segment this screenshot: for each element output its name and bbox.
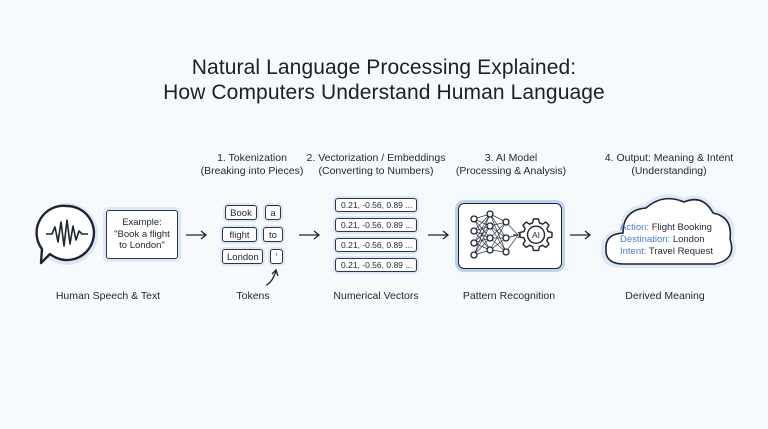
example-text-line1: "Book a flight — [114, 228, 170, 240]
step-2-heading: 2. Vectorization / Embeddings (Convertin… — [291, 152, 461, 178]
output-value: London — [672, 234, 705, 245]
step-2-caption: Numerical Vectors — [333, 290, 419, 302]
example-text-line2: to London" — [119, 240, 165, 252]
arrow-right-icon — [186, 230, 208, 240]
step-3-heading-line1: 3. AI Model — [484, 152, 538, 164]
token-chip: London — [222, 249, 263, 264]
arrow-right-icon — [299, 230, 321, 240]
input-example-box: Example: "Book a flight to London" — [106, 210, 178, 259]
step-1-heading: 1. Tokenization (Breaking into Pieces) — [167, 152, 337, 178]
token-chip: Book — [225, 205, 257, 220]
vector-row: 0.21, -0.56, 0.89 ... — [335, 198, 417, 212]
step-3-heading: 3. AI Model (Processing & Analysis) — [426, 152, 596, 178]
arrow-right-icon — [428, 230, 450, 240]
gear-label: AI — [532, 230, 540, 240]
page-subtitle: How Computers Understand Human Language — [163, 81, 605, 104]
cloud-icon — [600, 194, 736, 268]
output-key: Intent: — [620, 246, 647, 257]
step-1-caption: Tokens — [236, 290, 270, 302]
flow-arrows — [186, 230, 592, 286]
output-value: Flight Booking — [651, 222, 712, 233]
vector-row: 0.21, -0.56, 0.89 ... — [335, 258, 417, 272]
vector-row: 0.21, -0.56, 0.89 ... — [335, 238, 417, 252]
step-3-caption: Pattern Recognition — [462, 290, 556, 302]
token-chip: ' — [270, 249, 283, 264]
speech-bubble-icon — [35, 203, 98, 265]
neural-network-icon — [470, 210, 522, 259]
token-chip: to — [263, 227, 283, 242]
step-3-heading-line2: (Processing & Analysis) — [455, 165, 567, 177]
token-chip: a — [265, 205, 281, 220]
output-action: Action: Flight Booking — [620, 222, 712, 234]
step-4-caption: Derived Meaning — [625, 290, 705, 302]
output-intent: Intent: Travel Request — [620, 246, 713, 258]
vector-row: 0.21, -0.56, 0.89 ... — [335, 218, 417, 232]
example-label: Example: — [122, 217, 162, 229]
input-caption: Human Speech & Text — [55, 290, 161, 302]
page-title: Natural Language Processing Explained: — [191, 56, 577, 79]
step-4-heading-line1: 4. Output: Meaning & Intent — [604, 152, 734, 164]
step-1-heading-line1: 1. Tokenization — [217, 152, 287, 164]
output-key: Destination: — [620, 234, 671, 245]
step-2-heading-line1: 2. Vectorization / Embeddings — [306, 152, 446, 164]
output-key: Action: — [620, 222, 650, 233]
step-4-heading: 4. Output: Meaning & Intent (Understandi… — [584, 152, 754, 178]
token-chip: flight — [222, 227, 257, 242]
arrow-right-icon — [570, 230, 592, 240]
step-2-heading-line2: (Converting to Numbers) — [318, 165, 434, 177]
curved-arrow-icon — [265, 268, 279, 286]
gear-icon: AI — [519, 218, 553, 252]
step-1-heading-line2: (Breaking into Pieces) — [200, 165, 304, 177]
output-value: Travel Request — [648, 246, 713, 257]
step-4-heading-line2: (Understanding) — [631, 165, 707, 177]
output-destination: Destination: London — [620, 234, 705, 246]
